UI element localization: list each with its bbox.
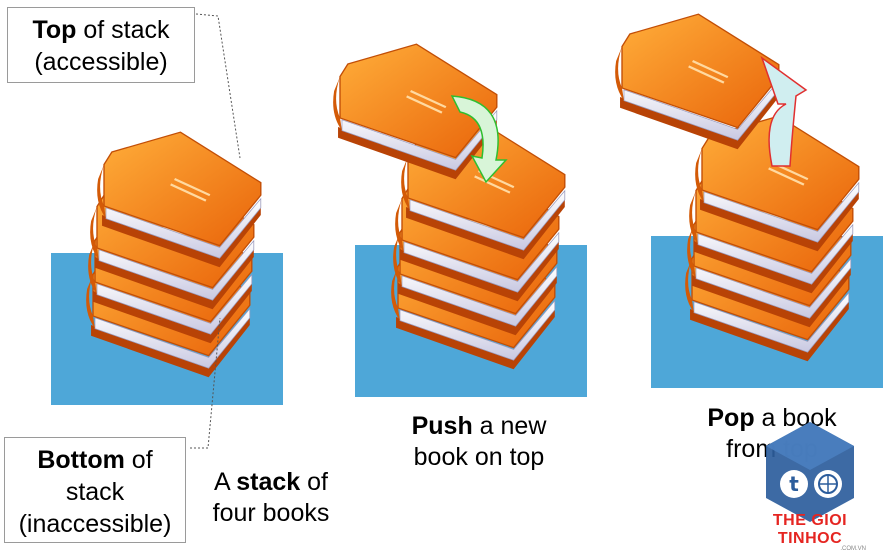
pop-caption-post: a book — [754, 404, 837, 432]
callout-top-rest: of stack — [76, 16, 170, 44]
push-caption: Push a new book on top — [394, 411, 564, 473]
bottom-of-stack-callout: Bottom of stack (inaccessible) — [4, 437, 186, 543]
svg-text:t: t — [789, 472, 799, 496]
top-leader-line — [195, 13, 241, 159]
stack-caption: A stack of four books — [196, 467, 346, 529]
callout-top-bold: Top — [32, 16, 77, 44]
right-stack — [613, 13, 860, 363]
push-arrow-icon — [450, 95, 508, 184]
callout-bottom-rest: of — [124, 446, 153, 474]
middle-stack — [331, 43, 566, 371]
callout-top-line2: (accessible) — [34, 48, 168, 76]
callout-bottom-line3: (inaccessible) — [18, 510, 172, 538]
top-of-stack-callout: Top of stack (accessible) — [7, 7, 195, 83]
stack-caption-bold: stack — [236, 468, 301, 496]
stack-caption-post: of — [300, 468, 328, 496]
stack-caption-line2: four books — [212, 499, 330, 527]
stack-caption-pre: A — [214, 468, 237, 496]
push-caption-post: a new — [472, 412, 547, 440]
brand-logo-icon: t — [766, 422, 854, 522]
left-stack — [84, 131, 262, 379]
pop-arrow-icon — [760, 55, 808, 167]
callout-bottom-line2: stack — [65, 478, 125, 506]
callout-bottom-bold: Bottom — [37, 446, 125, 474]
push-caption-bold: Push — [411, 412, 473, 440]
bottom-leader-line — [190, 317, 221, 449]
push-caption-line2: book on top — [413, 443, 545, 471]
watermark-domain: .COM.VN — [840, 546, 866, 552]
watermark-brand: THE GIOI TINHOC — [772, 512, 848, 547]
pop-caption-bold: Pop — [707, 404, 755, 432]
site-watermark: t THE GIOI TINHOC .COM.VN — [750, 420, 870, 552]
